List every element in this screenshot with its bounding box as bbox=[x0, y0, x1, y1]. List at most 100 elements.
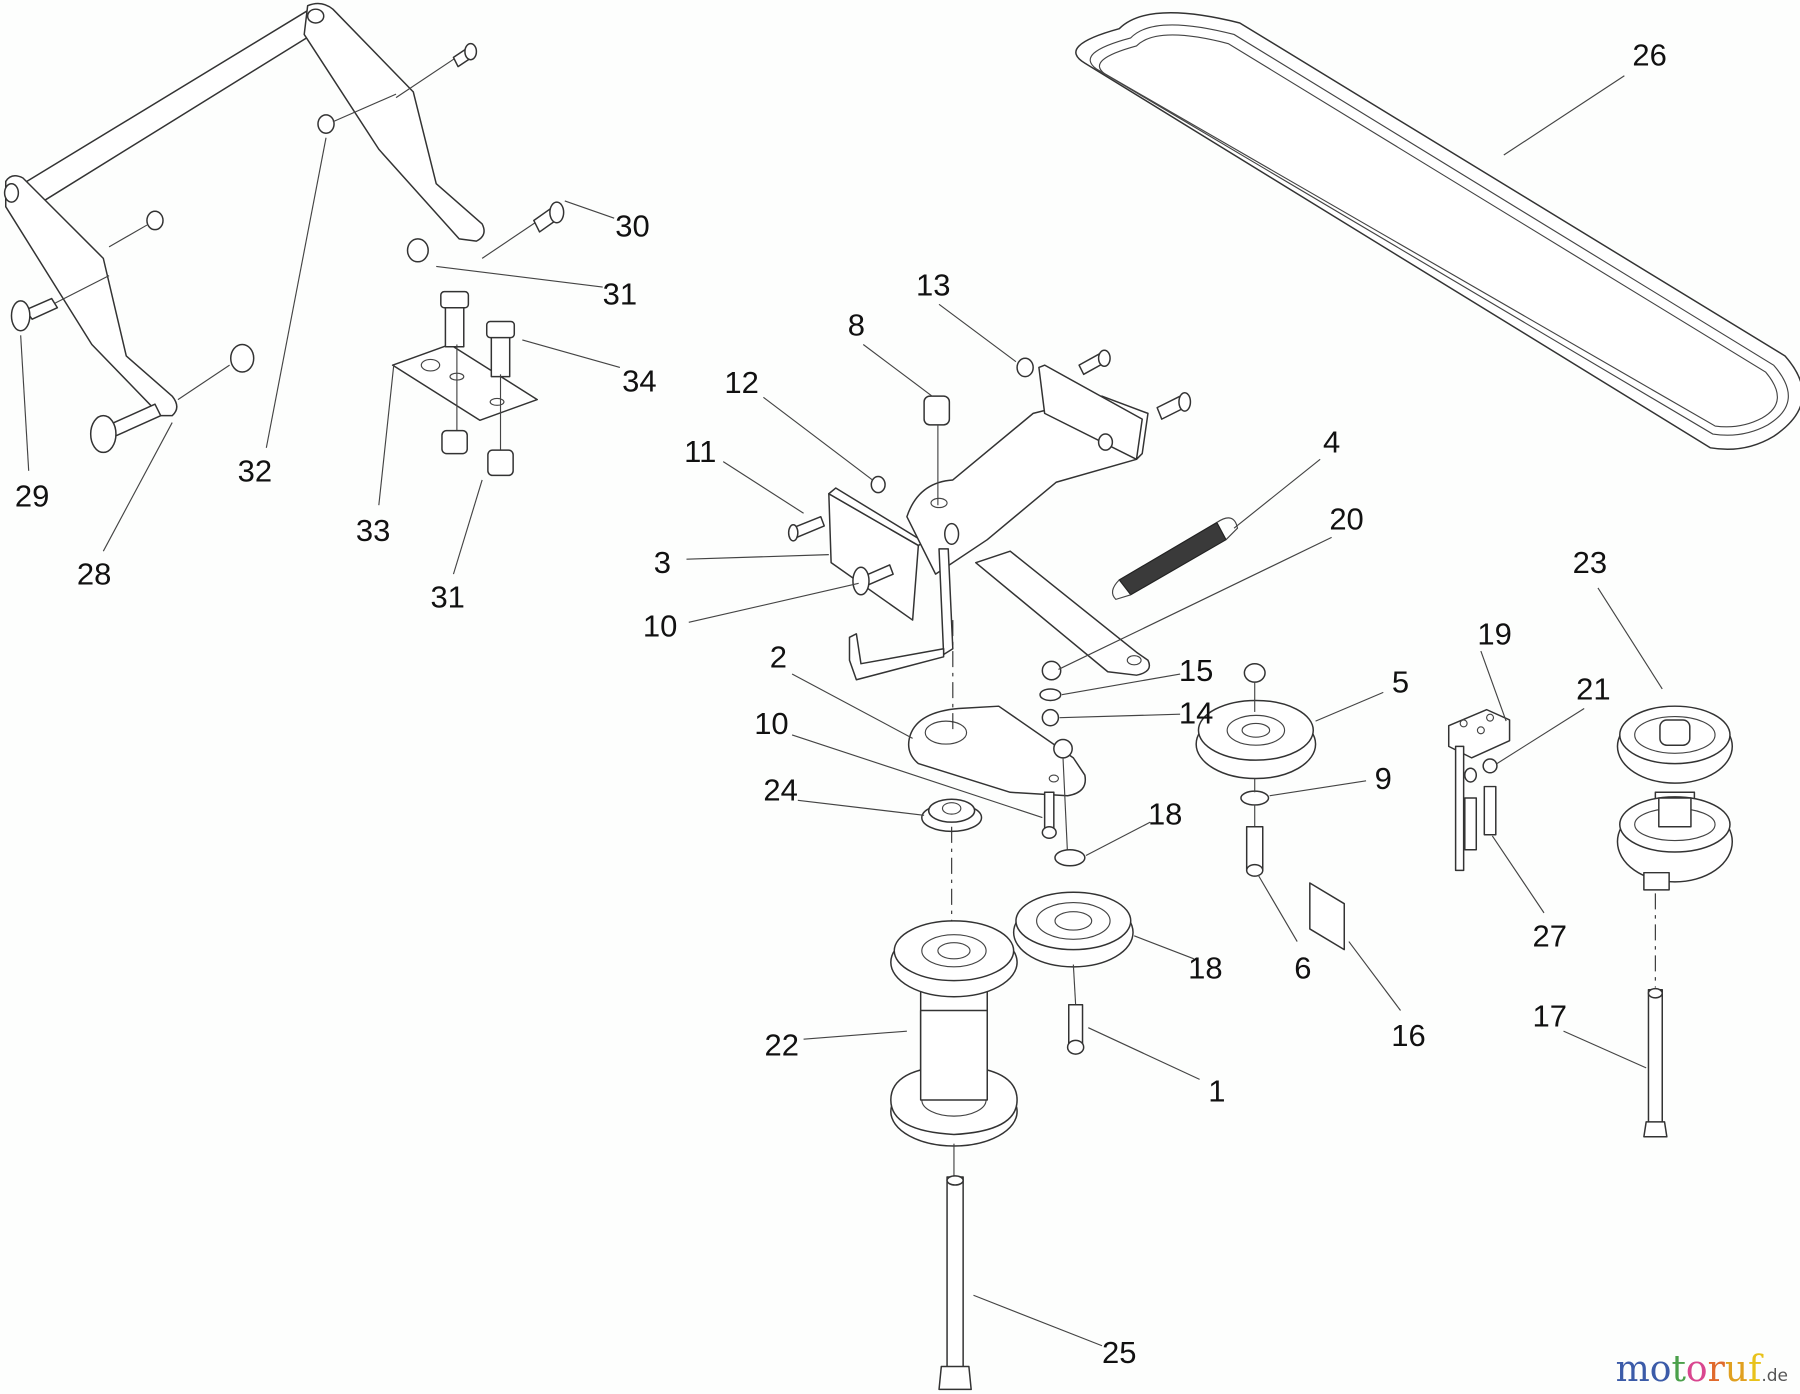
callout-carriage-bolt: 10 bbox=[754, 706, 788, 741]
idler-arm bbox=[907, 620, 1087, 797]
callout-nut: 8 bbox=[848, 307, 865, 342]
leader-line-16 bbox=[1348, 941, 1401, 1011]
leader-line-10 bbox=[791, 734, 1043, 819]
callout-cap-screw: 22 bbox=[765, 1027, 799, 1062]
leader-line-13 bbox=[938, 303, 1017, 363]
leader-line-26 bbox=[1503, 75, 1625, 156]
double-pulley bbox=[1616, 705, 1734, 1138]
mounting-plate-assembly bbox=[391, 290, 538, 477]
watermark-tld: .de bbox=[1761, 1366, 1788, 1386]
callout-idler-arm: 2 bbox=[770, 639, 787, 674]
watermark-letter: t bbox=[1671, 1349, 1686, 1390]
leader-line-1 bbox=[1088, 1027, 1200, 1080]
callout-carriage-bolt: 30 bbox=[615, 209, 649, 244]
leader-line-12 bbox=[763, 396, 873, 481]
decal bbox=[1309, 882, 1346, 951]
leader-line-9 bbox=[1269, 780, 1367, 797]
leader-line-18 bbox=[1133, 935, 1195, 960]
hardware-idler bbox=[1039, 660, 1086, 867]
leader-line-32 bbox=[265, 137, 327, 448]
leader-line-18 bbox=[1085, 821, 1151, 856]
callout-idler-pulley: 5 bbox=[1392, 665, 1409, 700]
callout-decal: 27 bbox=[1533, 918, 1567, 953]
watermark-letter: m bbox=[1615, 1349, 1650, 1390]
leader-line-8 bbox=[862, 344, 933, 397]
idler-bracket bbox=[828, 364, 1151, 681]
leader-line-31 bbox=[452, 479, 483, 575]
drive-belt bbox=[1075, 12, 1800, 450]
callout-washer: 18 bbox=[1188, 950, 1222, 985]
leader-line-24 bbox=[797, 799, 925, 816]
callout-cap-screw: 34 bbox=[622, 364, 656, 399]
callout-lift-arm-assembly: 28 bbox=[77, 557, 111, 592]
callout-flange-nut: 23 bbox=[1573, 545, 1607, 580]
leader-line-10 bbox=[688, 582, 859, 623]
leader-line-28 bbox=[102, 422, 173, 552]
leader-line-11 bbox=[722, 461, 804, 514]
extension-spring bbox=[1111, 517, 1239, 601]
watermark-letter: f bbox=[1748, 1349, 1762, 1390]
callout-flange-nut: 13 bbox=[916, 267, 950, 302]
leader-line-6 bbox=[1257, 874, 1298, 942]
lift-arm-assembly bbox=[3, 2, 485, 417]
callout-belt-guide: 21 bbox=[1576, 671, 1610, 706]
leader-line-2 bbox=[791, 673, 913, 739]
callout-carriage-bolt: 10 bbox=[643, 608, 677, 643]
callout-bolt: 11 bbox=[684, 434, 716, 469]
leader-line-14 bbox=[1059, 713, 1181, 719]
leader-line-25 bbox=[973, 1294, 1103, 1347]
callout-idler-bracket: 3 bbox=[654, 545, 671, 580]
callout-cap-screw: 16 bbox=[1391, 1018, 1425, 1053]
spindle-pulley-assembly bbox=[890, 920, 1018, 1391]
callout-spacer: 14 bbox=[1179, 696, 1213, 731]
leader-line-5 bbox=[1315, 691, 1384, 722]
callout-flange-nut: 12 bbox=[724, 365, 758, 400]
callout-nut: 31 bbox=[430, 580, 464, 615]
hardware-bracket bbox=[787, 349, 1192, 596]
callout-bushing: 9 bbox=[1375, 761, 1392, 796]
watermark-letter: r bbox=[1707, 1349, 1725, 1390]
leader-line-4 bbox=[1233, 458, 1321, 529]
idler-pulley-lower bbox=[1012, 891, 1134, 1055]
callout-flange-nut: 20 bbox=[1329, 502, 1363, 537]
idler-pulley-upper bbox=[1195, 662, 1317, 877]
bushing bbox=[921, 798, 983, 933]
leader-line-34 bbox=[522, 339, 621, 368]
callout-nut: 31 bbox=[603, 276, 637, 311]
leader-line-19 bbox=[1480, 650, 1507, 722]
callout-mounting-plate: 33 bbox=[356, 513, 390, 548]
watermark-letters: motoruf bbox=[1616, 1349, 1762, 1390]
leader-line-29 bbox=[20, 335, 30, 471]
leader-line-31 bbox=[436, 265, 603, 288]
leader-line-15 bbox=[1061, 673, 1181, 696]
leader-lines bbox=[20, 75, 1663, 1347]
callout-extension-spring: 4 bbox=[1323, 425, 1340, 460]
belt-guide bbox=[1447, 708, 1511, 872]
watermark-letter: o bbox=[1685, 1349, 1708, 1390]
hardware-lift-arm bbox=[10, 42, 565, 454]
leader-line-27 bbox=[1491, 835, 1545, 914]
watermark-letter: o bbox=[1649, 1349, 1672, 1390]
leader-line-22 bbox=[803, 1030, 907, 1040]
callout-spindle-pulley-assembly: 1 bbox=[1208, 1073, 1225, 1108]
watermark-logo: motoruf.de bbox=[1616, 1352, 1788, 1388]
callout-carriage-bolt: 29 bbox=[15, 479, 49, 514]
callout-washer: 15 bbox=[1179, 653, 1213, 688]
leader-line-23 bbox=[1597, 587, 1663, 690]
leader-line-3 bbox=[686, 554, 829, 560]
callout-flange-nut: 32 bbox=[238, 453, 272, 488]
callout-double-pulley: 24 bbox=[763, 773, 797, 808]
callout-washer: 18 bbox=[1148, 797, 1182, 832]
callout-idler-pulley: 6 bbox=[1294, 950, 1311, 985]
leader-line-17 bbox=[1563, 1030, 1647, 1069]
watermark-letter: u bbox=[1724, 1349, 1749, 1390]
callout-cap-screw: 25 bbox=[1102, 1335, 1136, 1370]
leader-line-20 bbox=[1058, 536, 1332, 670]
leader-line-30 bbox=[564, 200, 615, 219]
leader-line-33 bbox=[378, 365, 395, 506]
leader-line-21 bbox=[1496, 707, 1585, 765]
callout-cap-screw: 17 bbox=[1533, 999, 1567, 1034]
callout-drive-belt: 26 bbox=[1632, 38, 1666, 73]
